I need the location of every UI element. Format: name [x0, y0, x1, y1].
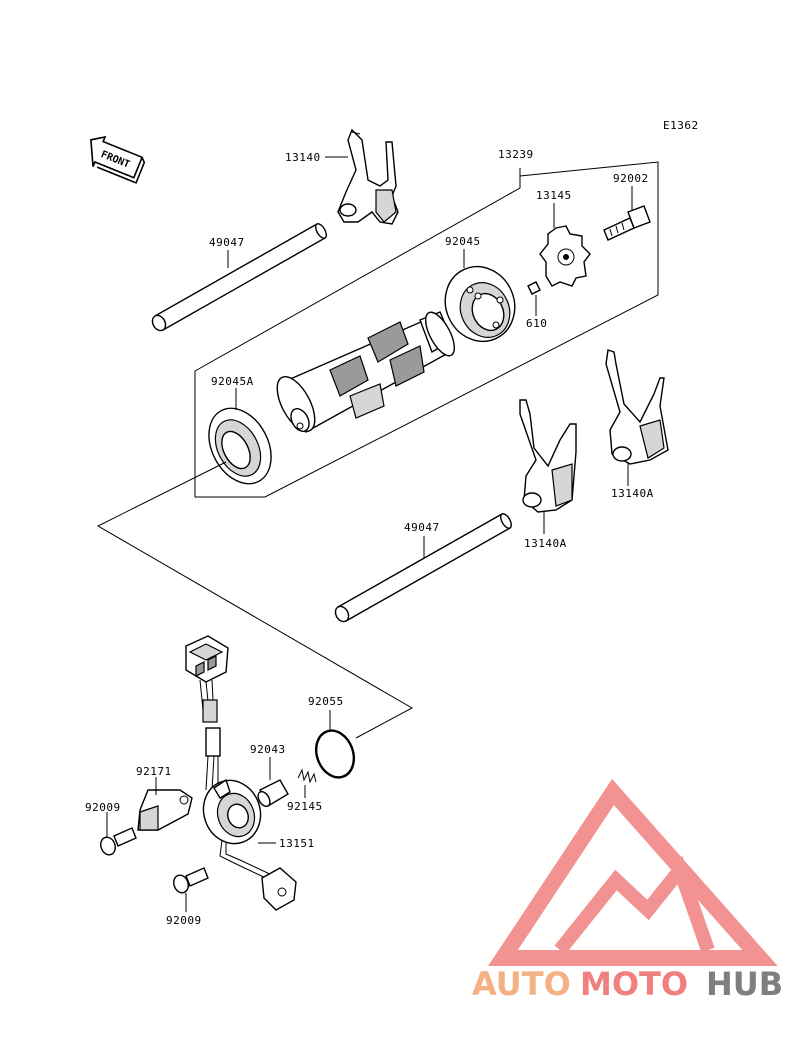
label-92002: 92002: [613, 172, 649, 185]
o-ring-92055: [314, 729, 356, 779]
bearing-92045: [444, 265, 516, 343]
pin-610: [527, 281, 541, 295]
label-13145: 13145: [536, 189, 572, 202]
label-92055: 92055: [308, 695, 344, 708]
bolt-92002: [603, 205, 651, 241]
bolt-92009-left: [100, 827, 137, 856]
label-13239: 13239: [498, 148, 534, 161]
label-49047-top: 49047: [209, 236, 245, 249]
diagram-code: E1362: [663, 119, 699, 132]
label-92045A: 92045A: [211, 375, 254, 388]
label-92171: 92171: [136, 765, 172, 778]
shift-rod-49047-top: [151, 223, 327, 332]
label-13151: 13151: [279, 837, 315, 850]
shift-fork-13140A-middle: [519, 399, 577, 513]
shift-fork-13140: [337, 128, 399, 225]
shift-fork-13140A-right: [605, 349, 669, 465]
watermark-text: AUTO MOTO HUB: [472, 965, 783, 1003]
label-13140A-middle: 13140A: [524, 537, 567, 550]
label-92043: 92043: [250, 743, 286, 756]
spring-92145: [297, 768, 317, 784]
shift-drum-star-13145: [539, 225, 591, 287]
watermark-hub: HUB: [706, 965, 783, 1003]
watermark-auto: AUTO: [472, 965, 571, 1003]
bearing-92045A: [208, 407, 272, 485]
bolt-92009-bottom: [173, 867, 209, 894]
label-92009-bottom: 92009: [166, 914, 202, 927]
shift-drum: [276, 311, 456, 434]
label-92045: 92045: [445, 235, 481, 248]
label-13140A-right: 13140A: [611, 487, 654, 500]
drum-assembly-outline: [194, 161, 659, 498]
watermark-moto: MOTO: [580, 965, 688, 1003]
label-92009-left: 92009: [85, 801, 121, 814]
label-49047-middle: 49047: [404, 521, 440, 534]
shift-rod-49047-middle: [334, 513, 512, 623]
label-92145: 92145: [287, 800, 323, 813]
gear-position-switch-13151: [185, 635, 297, 911]
bracket-92171: [137, 789, 193, 831]
label-610: 610: [526, 317, 547, 330]
label-13140: 13140: [285, 151, 321, 164]
front-arrow-icon: FRONT: [90, 135, 146, 184]
automotohub-logo: [488, 778, 778, 966]
pin-92043: [257, 779, 289, 808]
